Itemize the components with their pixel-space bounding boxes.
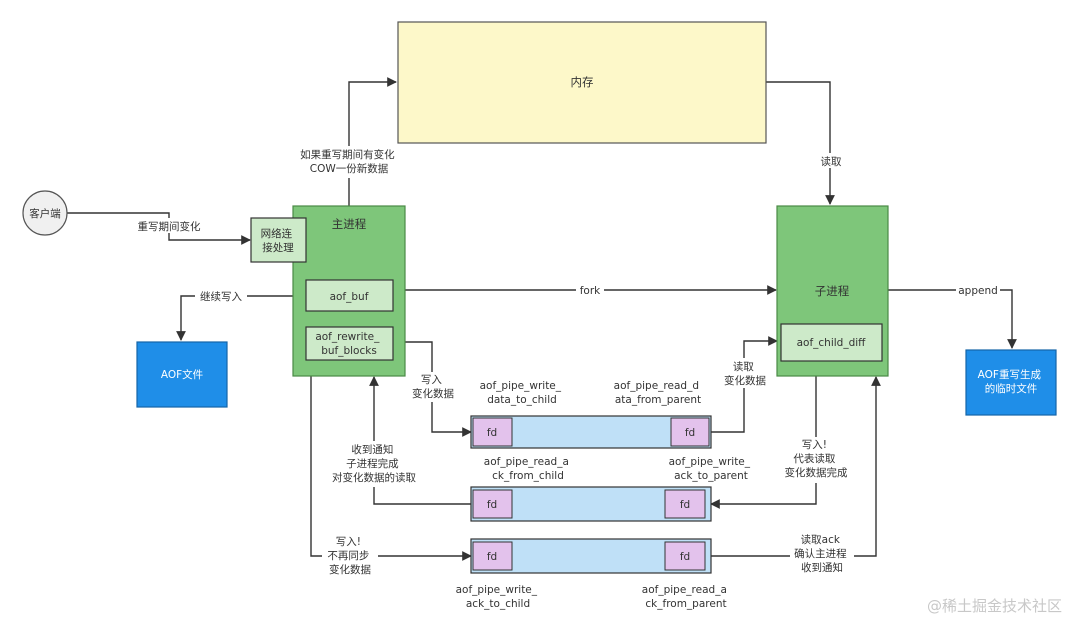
aof-child-diff-box: [780, 323, 883, 362]
fd-read-box: [472, 489, 513, 519]
fd-read-box: [664, 541, 706, 571]
edge-read-ack: [711, 376, 881, 557]
fd-write-box: [664, 489, 706, 519]
fd-read-box: [670, 417, 710, 447]
client-label: 客户端: [29, 207, 61, 220]
pipe-label-write-ack-to-child: aof_pipe_write_ ack_to_child: [456, 584, 541, 610]
pipe-label-read-ack-from-parent: aof_pipe_read_a ck_from_parent: [642, 584, 730, 610]
memory-label: 内存: [571, 75, 594, 89]
child-process-label: 子进程: [815, 284, 850, 298]
pipe-label-read-ack-from-child: aof_pipe_read_a ck_from_child: [484, 456, 572, 482]
edge-label-client-change: 重写期间变化: [138, 220, 201, 233]
edge-label-notify-received: 收到通知 子进程完成 对变化数据的读取: [332, 443, 416, 484]
edge-label-write-changes: 写入 变化数据: [412, 374, 454, 400]
network-handler-box: [250, 217, 307, 263]
fd-write-box: [472, 541, 513, 571]
edge-label-read-memory: 读取: [821, 155, 842, 168]
edge-label-cow: 如果重写期间有变化 COW一份新数据: [300, 148, 398, 175]
aof-rewrite-file-label: AOF重写生成 的临时文件: [978, 368, 1045, 395]
aof-buf-box: [305, 279, 394, 312]
fd-read-label: fd: [680, 551, 690, 563]
client-node: [22, 190, 68, 236]
network-handler-label: 网络连 接处理: [261, 227, 296, 254]
edge-notify-received: [369, 376, 471, 505]
aof-file-label: AOF文件: [161, 368, 203, 381]
pipe-label-write-ack-to-parent: aof_pipe_write_ ack_to_parent: [669, 456, 754, 482]
pipe-data-to-child: fd fd: [470, 415, 712, 449]
edge-continue-write: [176, 295, 305, 341]
edge-label-child-write-ack: 写入! 代表读取 变化数据完成: [785, 439, 848, 479]
pipe-ack-to-child: fd fd: [470, 538, 712, 574]
aof-file-box: [136, 341, 228, 408]
fd-read-label: fd: [487, 499, 497, 511]
edge-label-stop-sync: 写入! 不再同步 变化数据: [327, 536, 372, 576]
aof-buf-label: aof_buf: [330, 291, 369, 303]
fd-read-label: fd: [685, 427, 695, 439]
aof-rewrite-file-box: [965, 349, 1057, 416]
edge-label-read-ack: 读取ack 确认主进程 收到通知: [794, 533, 850, 574]
edge-stop-sync: [310, 376, 472, 561]
pipe-label-read-data-from-parent: aof_pipe_read_d ata_from_parent: [614, 380, 703, 406]
fd-write-label: fd: [487, 551, 497, 563]
edge-label-fork: fork: [580, 285, 601, 297]
pipe-ack-to-parent: fd fd: [470, 486, 712, 522]
fd-write-label: fd: [680, 499, 690, 511]
edge-label-append: append: [958, 285, 998, 297]
edge-cow: [348, 77, 397, 206]
aof-rewrite-buf-blocks-box: [305, 326, 394, 361]
edge-label-read-changes: 读取 变化数据: [724, 360, 766, 387]
aof-child-diff-label: aof_child_diff: [797, 337, 867, 349]
aof-rewrite-buf-blocks-label: aof_rewrite_ buf_blocks: [315, 331, 382, 357]
edge-read-memory: [766, 81, 835, 205]
pipe-label-write-data-to-child: aof_pipe_write_ data_to_child: [480, 380, 565, 406]
edge-append: [888, 289, 1017, 349]
memory-box: [397, 21, 767, 144]
edge-child-write-ack: [710, 376, 817, 509]
edge-label-continue-write: 继续写入: [200, 290, 242, 303]
watermark: @稀土掘金技术社区: [927, 597, 1062, 615]
main-process-label: 主进程: [332, 217, 367, 231]
fd-write-box: [472, 417, 513, 447]
fd-write-label: fd: [487, 427, 497, 439]
